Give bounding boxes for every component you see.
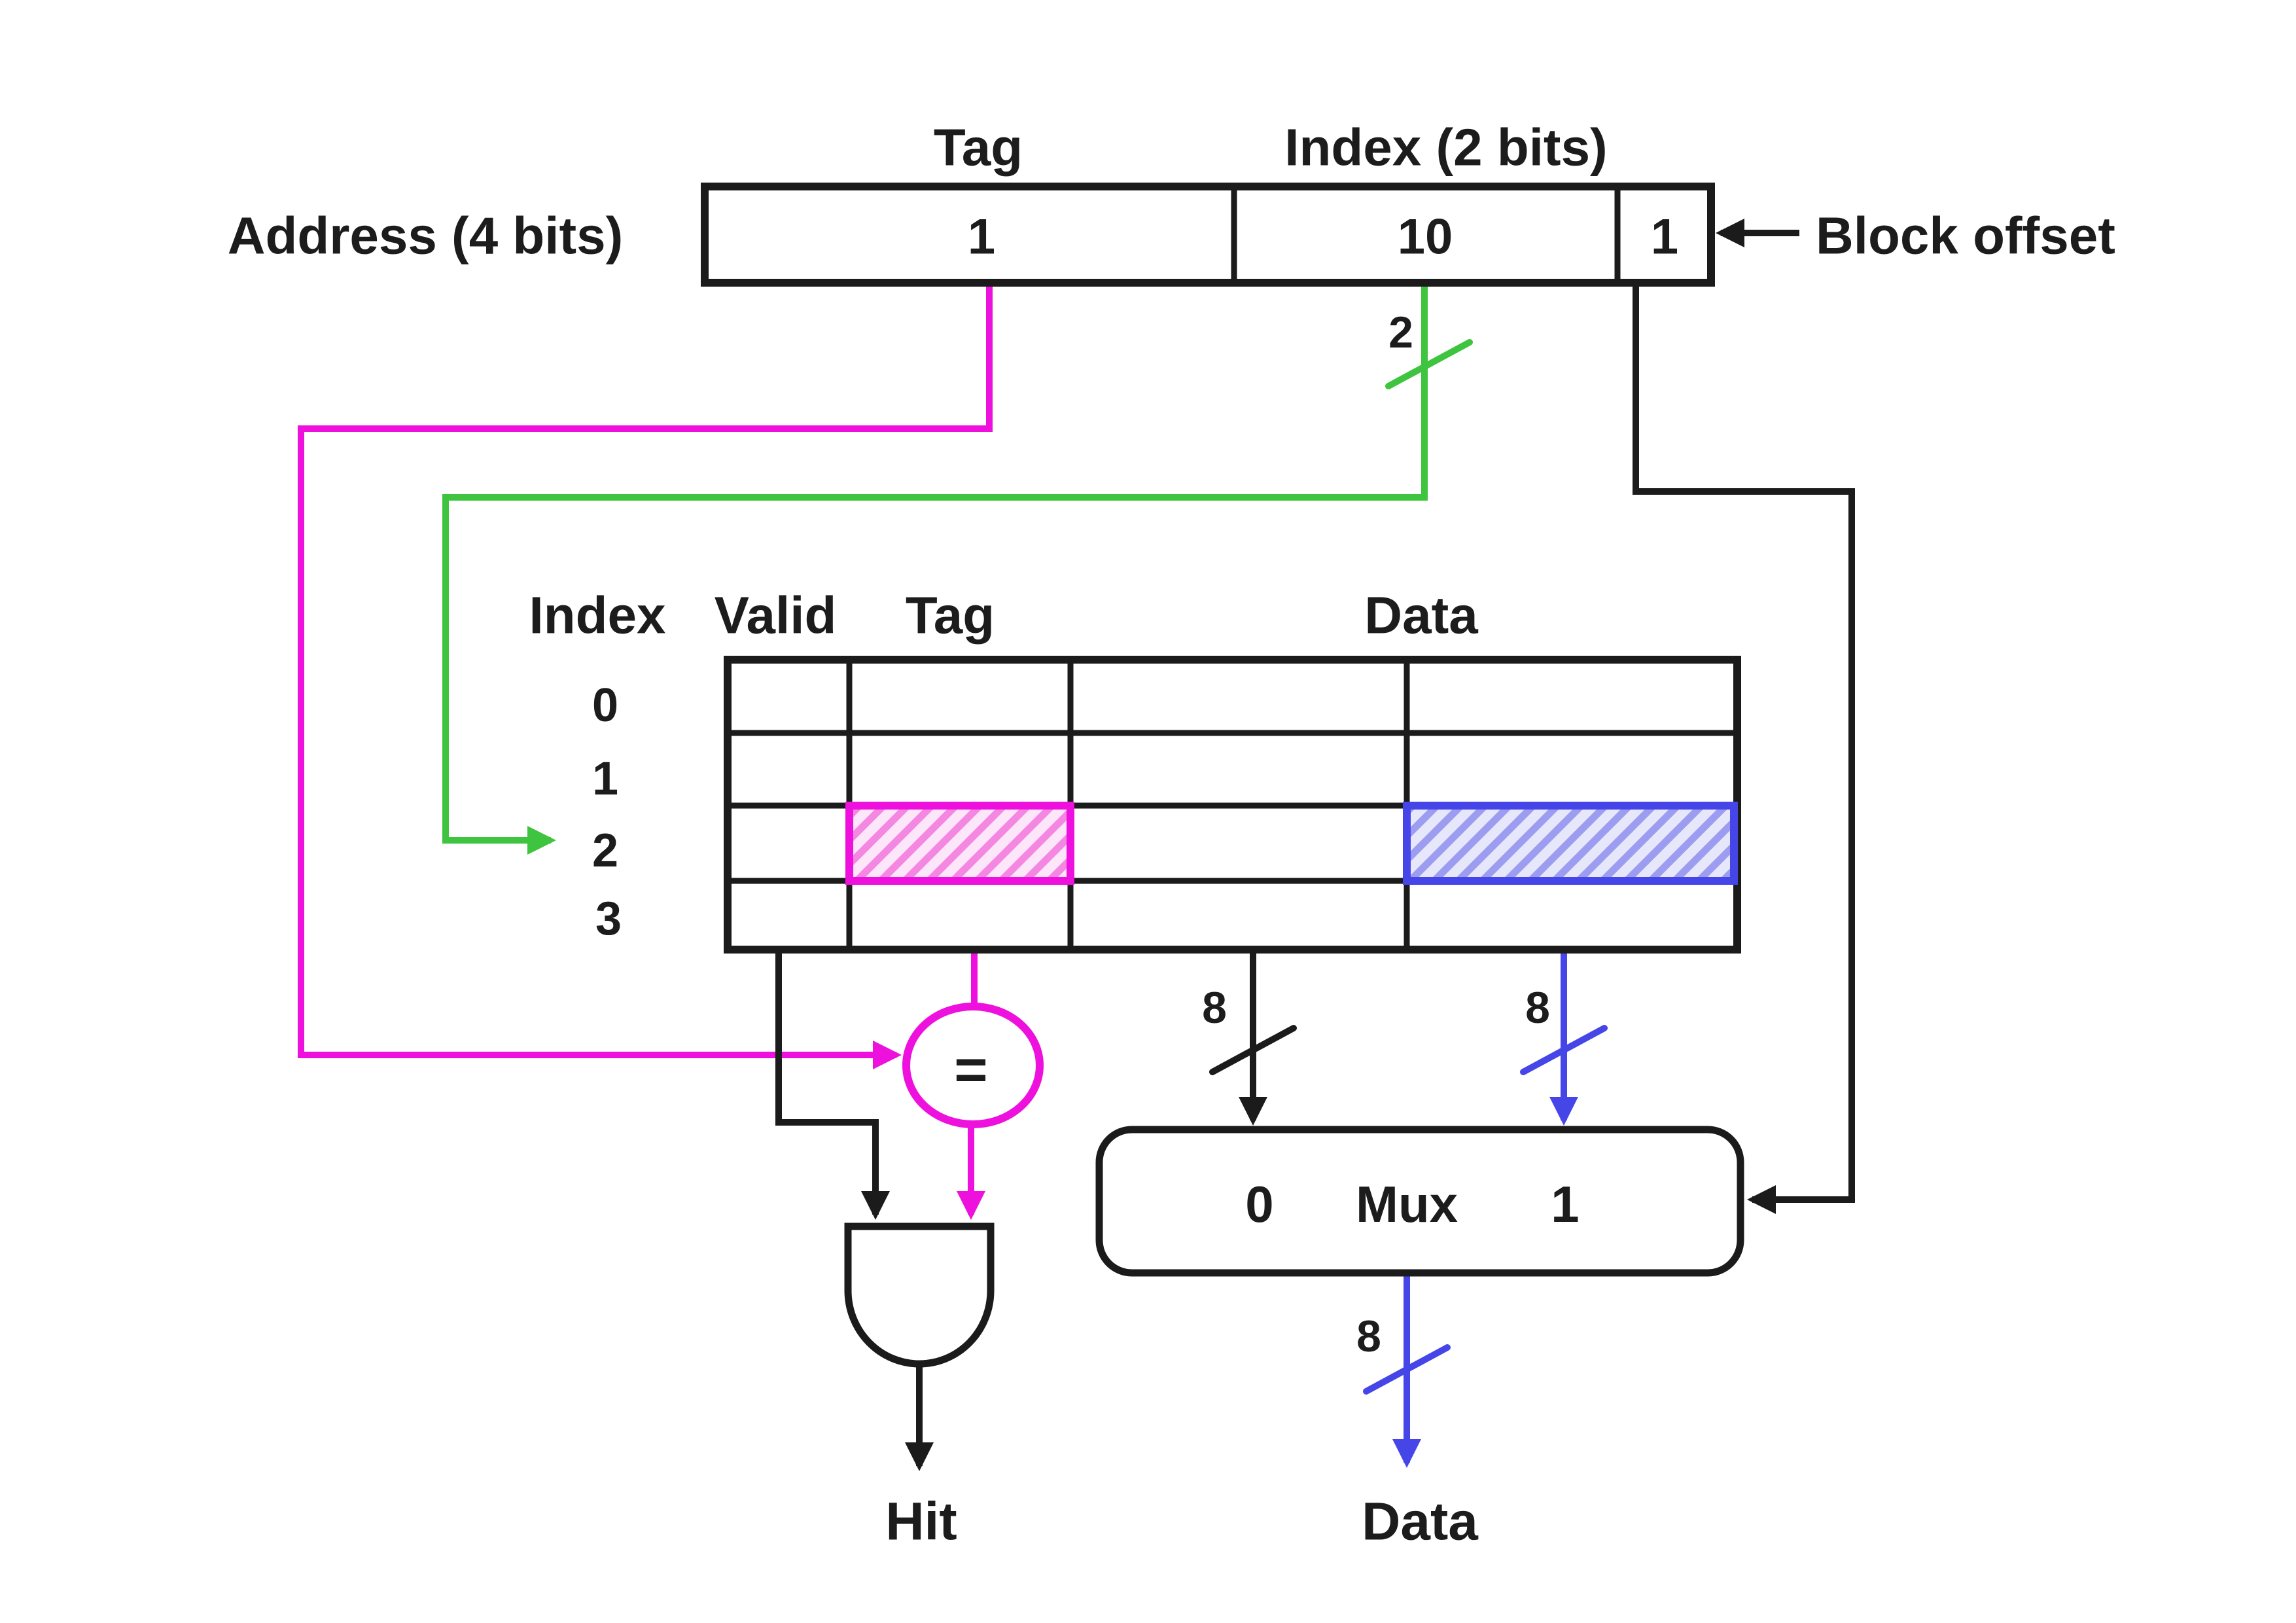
mux-box [1095, 1126, 1744, 1277]
output-bus-slash [1363, 1344, 1451, 1395]
output-bus-width: 8 [1356, 1311, 1381, 1361]
and-gate [844, 1222, 995, 1368]
row-label-0: 0 [592, 679, 618, 732]
row-label-3: 3 [595, 893, 622, 945]
index-field-label: Index (2 bits) [1284, 118, 1607, 177]
tag-wire [298, 283, 993, 1069]
address-register [701, 183, 1715, 287]
header-data: Data [1364, 586, 1478, 645]
tag-field-label: Tag [934, 118, 1023, 177]
index-wire [442, 283, 1428, 855]
comparator-ellipse [902, 1003, 1044, 1128]
selected-tag-cell [845, 802, 1074, 885]
row-label-2-selected: 2 [592, 825, 618, 877]
labels: Tag Index (2 bits) Address (4 bits) Bloc… [228, 118, 2115, 1552]
row-label-1: 1 [592, 753, 618, 805]
data-output-label: Data [1362, 1492, 1479, 1552]
block-offset-wire [1633, 283, 1855, 1214]
address-label: Address (4 bits) [228, 207, 624, 265]
comparator: = [902, 1003, 1044, 1128]
data0-bus-width: 8 [1202, 983, 1227, 1033]
selected-data-cell [1403, 802, 1738, 885]
bus-slashes [1209, 339, 1608, 1395]
data1-bus-width: 8 [1525, 983, 1550, 1033]
hit-output-label: Hit [885, 1492, 957, 1552]
comparator-symbol: = [954, 1037, 987, 1102]
data0-bus-slash [1209, 1025, 1297, 1075]
mux-input0-label: 0 [1245, 1175, 1273, 1233]
data1-bus-slash [1520, 1025, 1608, 1075]
header-index: Index [529, 586, 666, 645]
address-box [701, 183, 1715, 287]
tag-field-value: 1 [968, 209, 995, 265]
index-bus-width: 2 [1388, 308, 1413, 357]
index-field-value: 10 [1398, 209, 1453, 265]
cache-table [724, 656, 1741, 954]
index-bus-slash [1385, 339, 1473, 389]
block-offset-label: Block offset [1816, 207, 2115, 265]
header-tag: Tag [906, 586, 995, 645]
mux-input1-label: 1 [1551, 1175, 1579, 1233]
offset-field-value: 1 [1651, 209, 1678, 265]
valid-wire [775, 836, 890, 1220]
mux-label: Mux [1356, 1175, 1458, 1233]
header-valid: Valid [715, 586, 837, 645]
